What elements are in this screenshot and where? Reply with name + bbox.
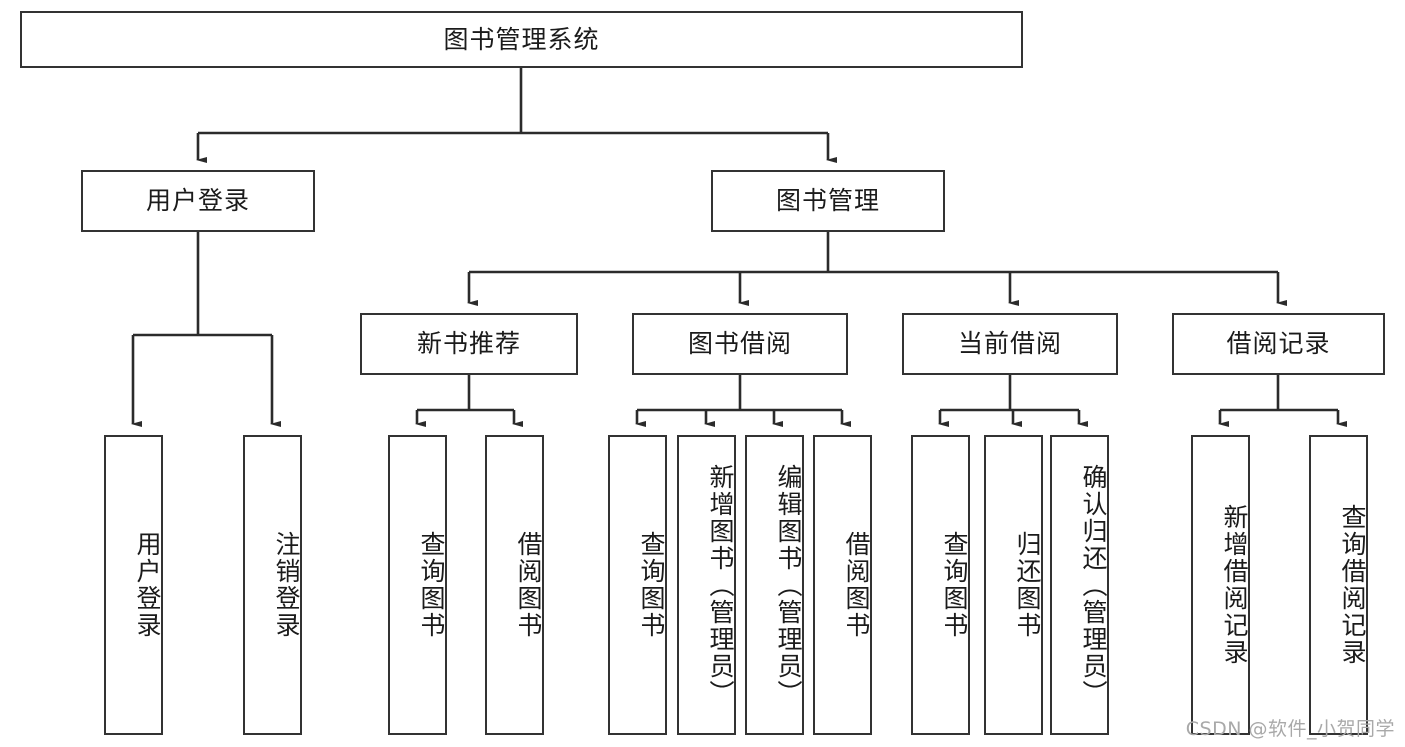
node-book-management[interactable]: 图书管理 [711,170,945,232]
node-leaf-query-borrow-record[interactable]: 查询借阅记录 [1309,435,1368,735]
node-leaf-borrow-book[interactable]: 借阅图书 [813,435,872,735]
node-leaf-user-login[interactable]: 用户登录 [104,435,163,735]
node-leaf-borrow-books-new[interactable]: 借阅图书 [485,435,544,735]
node-book-borrowing[interactable]: 图书借阅 [632,313,848,375]
node-leaf-query-books-new[interactable]: 查询图书 [388,435,447,735]
node-leaf-query-books-borrow[interactable]: 查询图书 [608,435,667,735]
node-current-borrowing[interactable]: 当前借阅 [902,313,1118,375]
node-borrow-records[interactable]: 借阅记录 [1172,313,1385,375]
node-leaf-add-borrow-record[interactable]: 新增借阅记录 [1191,435,1250,735]
node-leaf-query-books-current[interactable]: 查询图书 [911,435,970,735]
node-user-login[interactable]: 用户登录 [81,170,315,232]
node-leaf-add-book-admin[interactable]: 新增图书（管理员） [677,435,736,735]
node-root-system[interactable]: 图书管理系统 [20,11,1023,68]
node-leaf-logout[interactable]: 注销登录 [243,435,302,735]
node-leaf-confirm-return-admin[interactable]: 确认归还（管理员） [1050,435,1109,735]
node-leaf-return-book[interactable]: 归还图书 [984,435,1043,735]
node-new-book-recommendation[interactable]: 新书推荐 [360,313,578,375]
node-leaf-edit-book-admin[interactable]: 编辑图书（管理员） [745,435,804,735]
watermark-text: CSDN @软件_小贺同学 [1185,718,1395,740]
